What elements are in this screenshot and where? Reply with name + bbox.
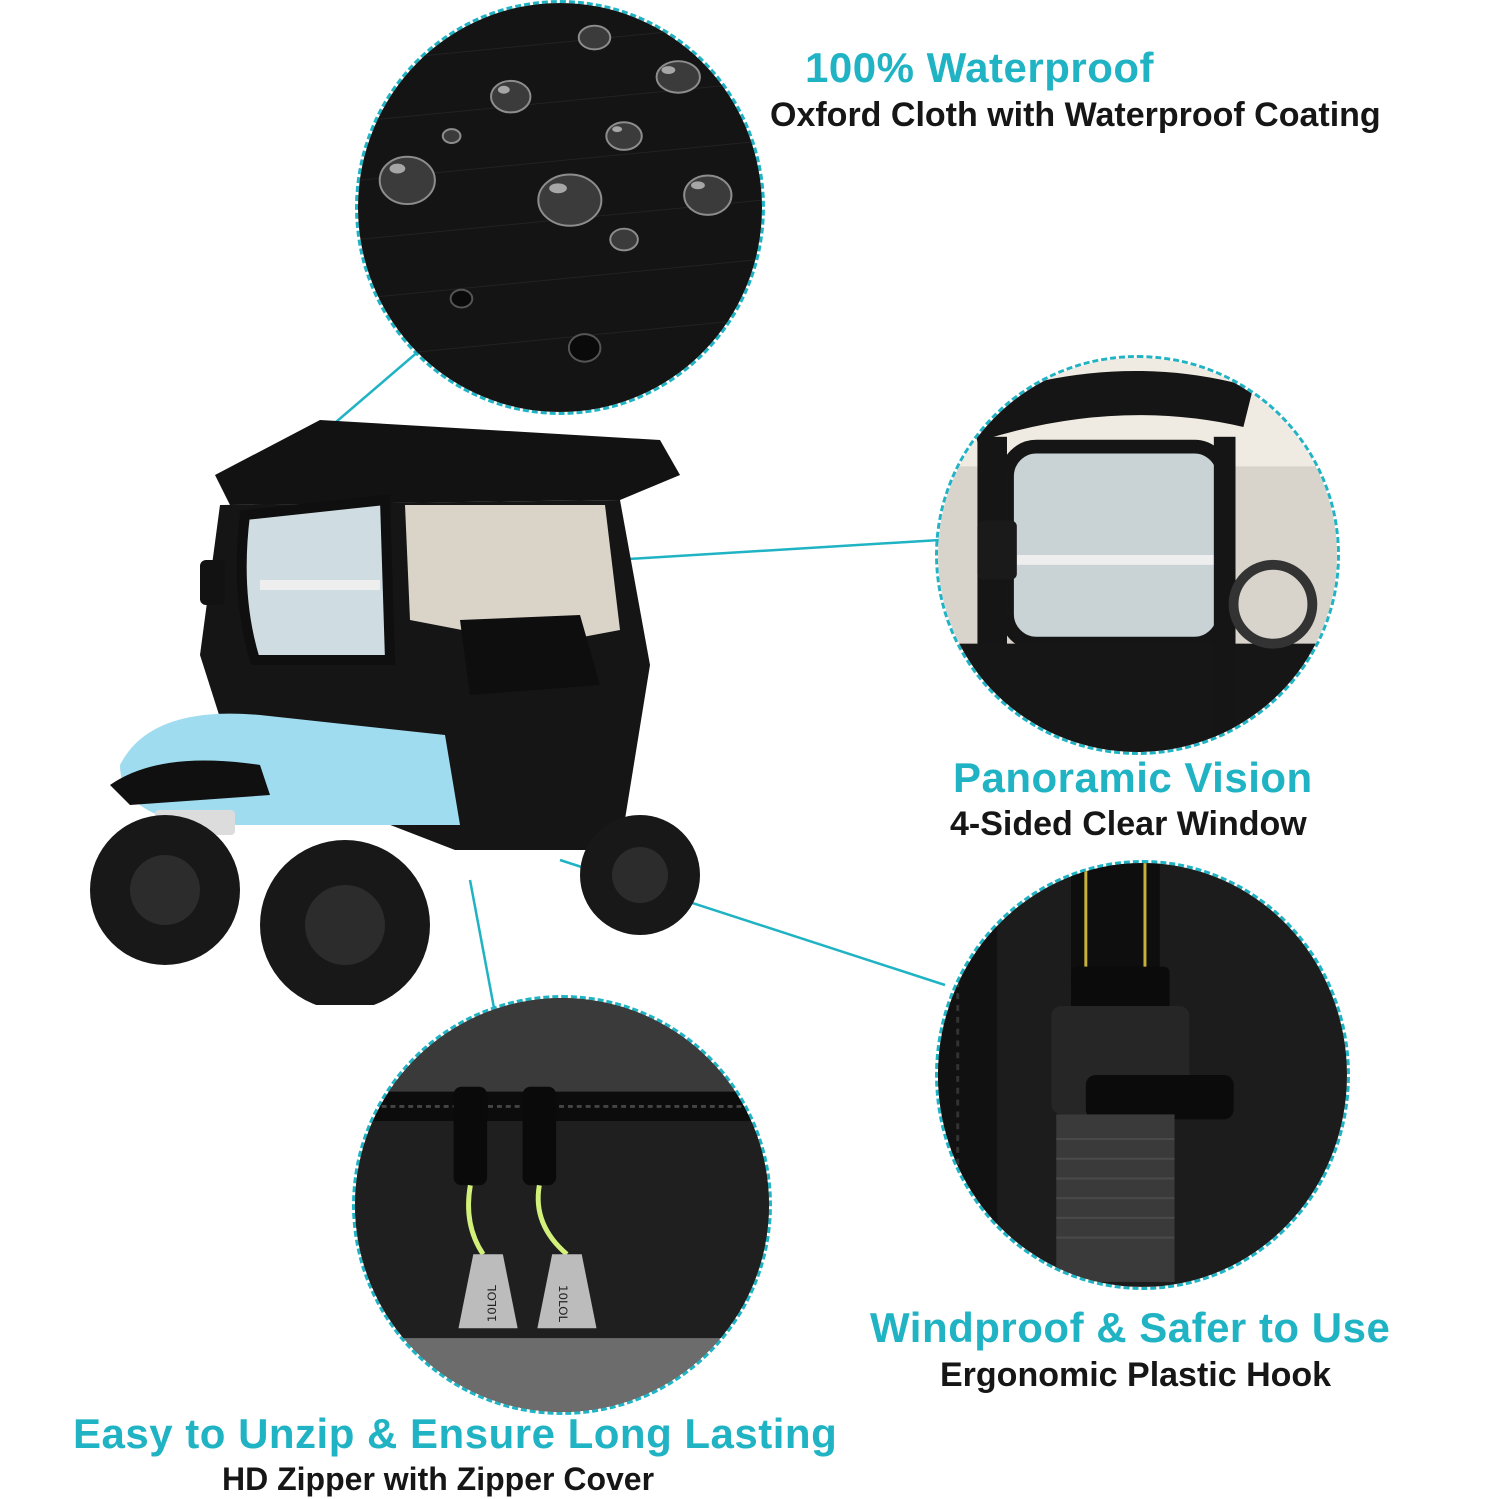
waterproof-subtitle: Oxford Cloth with Waterproof Coating (770, 96, 1381, 134)
hook-closeup (935, 860, 1350, 1290)
window-closeup-icon (938, 358, 1337, 752)
zipper-closeup-icon: 10LOL 10LOL (355, 998, 769, 1412)
water-drops-closeup-icon (358, 3, 762, 412)
windproof-subtitle: Ergonomic Plastic Hook (940, 1356, 1332, 1394)
vision-subtitle: 4-Sided Clear Window (950, 805, 1307, 843)
golf-cart-enclosure-icon (90, 420, 700, 1005)
zipper-tag-label-right: 10LOL (556, 1285, 570, 1322)
zipper-subtitle: HD Zipper with Zipper Cover (222, 1461, 655, 1497)
zipper-title: Easy to Unzip & Ensure Long Lasting (73, 1410, 838, 1457)
zipper-tag-label-left: 10LOL (485, 1285, 499, 1322)
vision-title: Panoramic Vision (953, 754, 1313, 801)
waterproof-fabric-closeup (355, 0, 765, 415)
plastic-hook-closeup-icon (938, 863, 1347, 1287)
zipper-closeup: 10LOL 10LOL (352, 995, 772, 1415)
window-closeup (935, 355, 1340, 755)
windproof-title: Windproof & Safer to Use (870, 1304, 1391, 1351)
waterproof-title: 100% Waterproof (805, 44, 1155, 91)
